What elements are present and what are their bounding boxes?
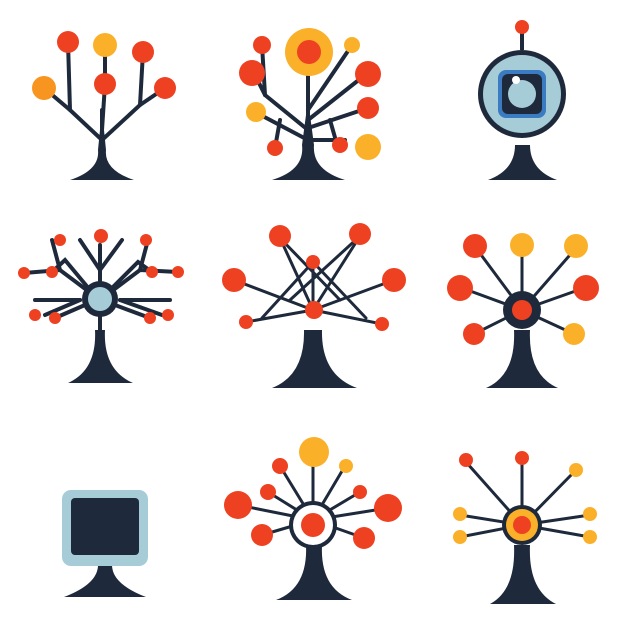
- tree-radial-icon: [447, 233, 599, 388]
- webcam-icon: [478, 20, 566, 180]
- tree-network-icon: [18, 229, 184, 383]
- tree-starburst-icon: [453, 451, 597, 604]
- tree-hub-icon: [239, 28, 381, 180]
- tree-nodes-icon: [32, 31, 176, 180]
- tree-ring-icon: [224, 437, 402, 600]
- tree-branches-icon: [222, 223, 406, 388]
- monitor-icon: [62, 490, 148, 597]
